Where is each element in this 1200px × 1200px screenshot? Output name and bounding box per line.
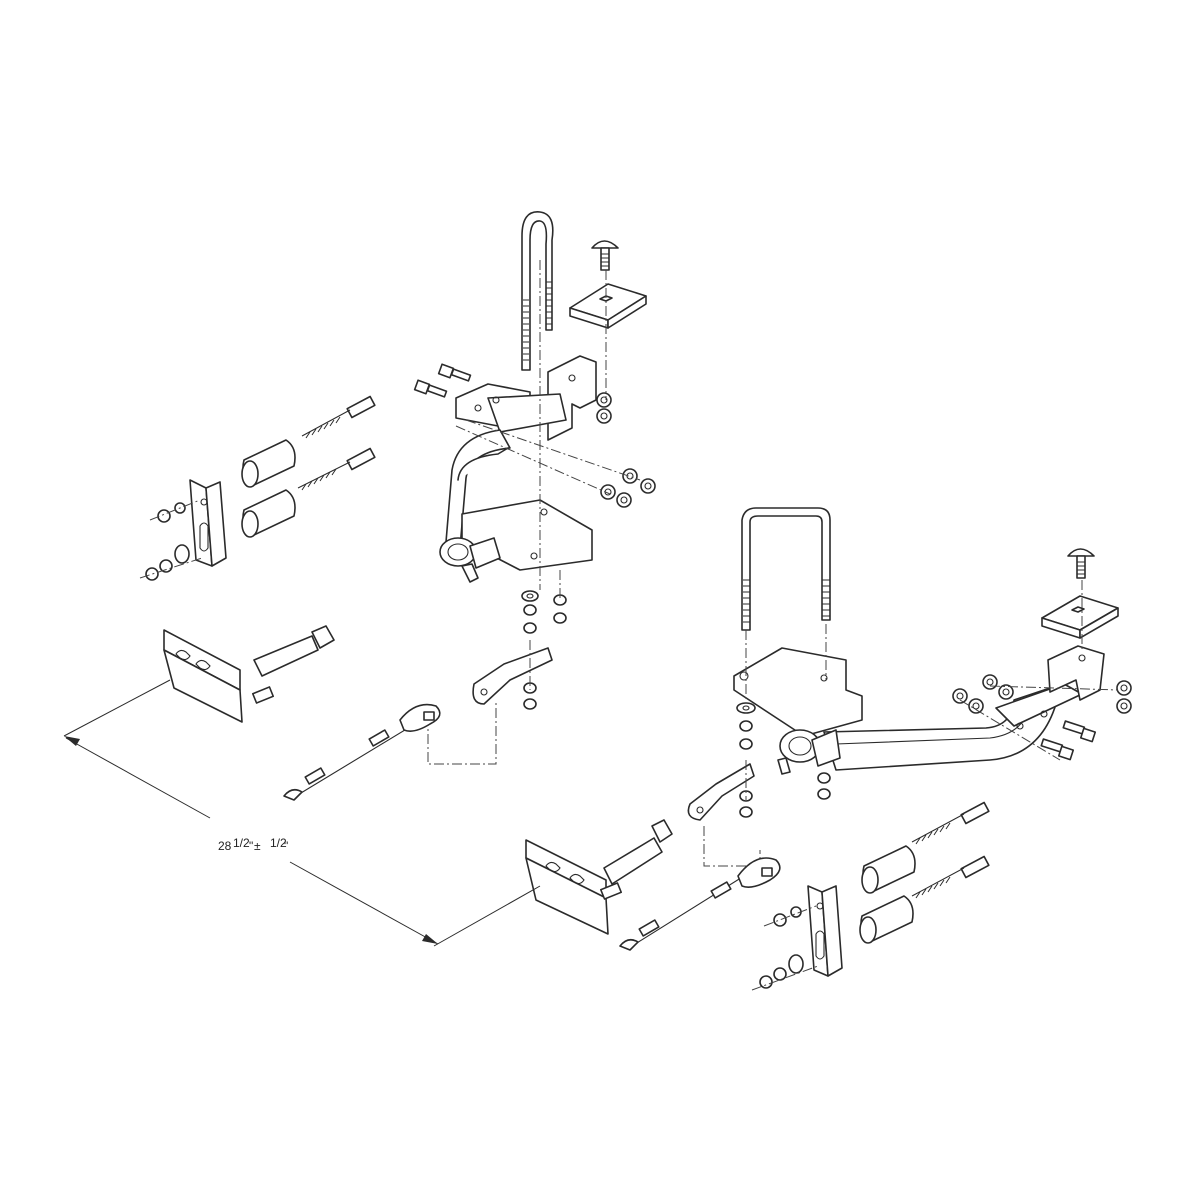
right-hitch-assembly (687, 507, 1132, 867)
right-frame-nuts (952, 674, 1132, 714)
left-alignment-lines (427, 260, 641, 765)
right-hitch-frame (733, 645, 1105, 775)
left-carriage-bolt (591, 240, 619, 271)
right-u-bolt (741, 507, 831, 631)
left-safety-chain-bracket (472, 647, 553, 705)
right-lower-hardware (736, 702, 831, 818)
dimension-fraction-a: 1/2 (233, 836, 250, 850)
right-alignment-lines (703, 580, 1119, 867)
right-safety-cable (619, 857, 781, 951)
dimension-fraction-b: 1/2 (270, 836, 287, 850)
left-u-bolt (521, 211, 554, 371)
right-frame-bolts (1040, 720, 1097, 761)
left-hitch-frame (439, 355, 597, 583)
right-square-plate (1041, 595, 1119, 639)
dimension-inch-b: " (284, 839, 288, 853)
dimension-tolerance: ± (254, 839, 261, 853)
right-pin-bracket (525, 819, 673, 935)
left-frame-bolts (413, 363, 472, 398)
dimension-label: 28 1/2 " ± 1/2 " (218, 836, 288, 853)
width-dimension: 28 1/2 " ± 1/2 " (63, 679, 541, 947)
left-pin-bracket (163, 625, 335, 723)
left-hitch-assembly (413, 211, 656, 765)
right-spacer-group (751, 801, 990, 991)
dimension-inch-a: " (249, 839, 253, 853)
dimension-whole: 28 (218, 839, 232, 853)
left-safety-cable (283, 703, 441, 801)
right-safety-chain-bracket (687, 763, 755, 821)
left-square-plate (569, 283, 647, 329)
right-carriage-bolt (1067, 548, 1095, 579)
left-spacer-group (139, 395, 376, 581)
left-frame-nuts (596, 392, 656, 508)
